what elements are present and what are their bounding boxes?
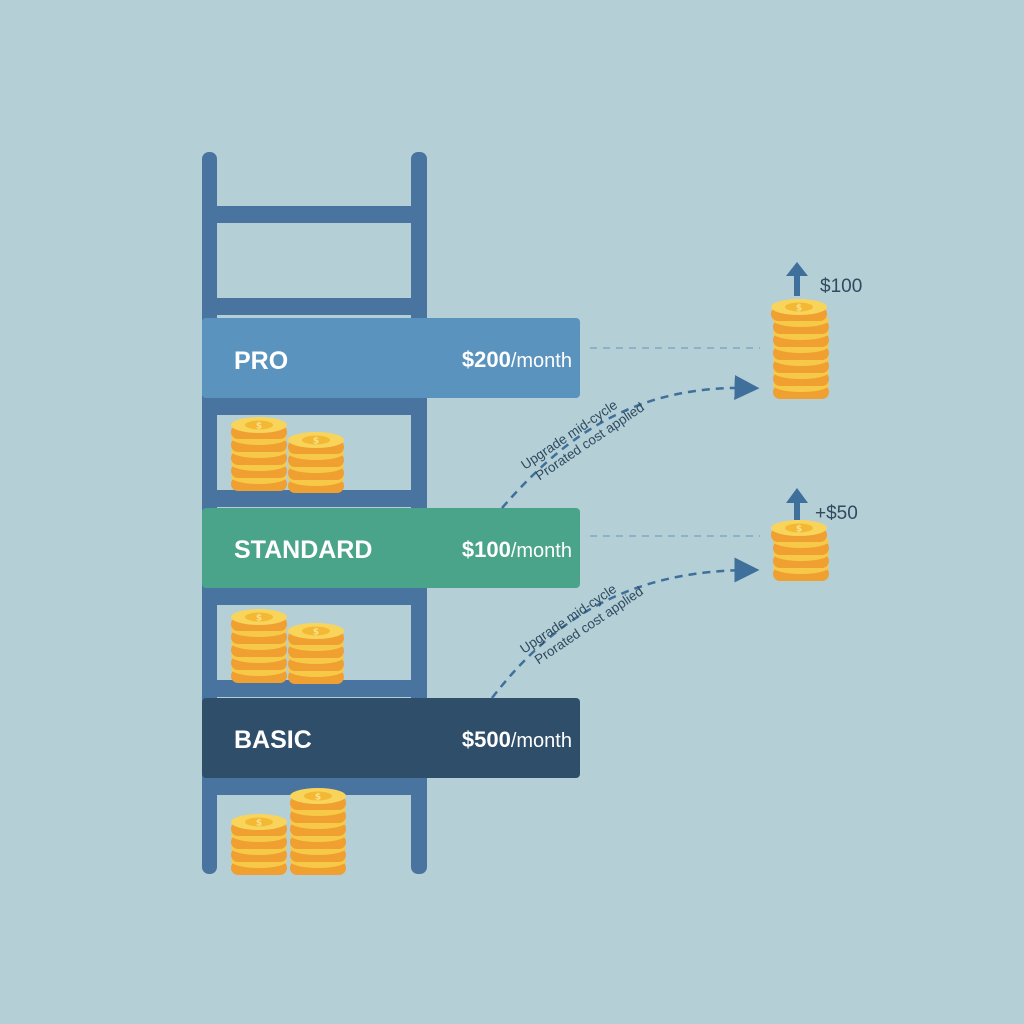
coin-stack-icon bbox=[771, 520, 829, 581]
tier-pro-price: $200/month bbox=[462, 347, 572, 372]
ladder-rung bbox=[202, 680, 427, 697]
coin-stack-icon bbox=[288, 432, 344, 493]
coin-stack-icon bbox=[290, 788, 346, 875]
tier-standard-price: $100/month bbox=[462, 537, 572, 562]
tier-basic-bar bbox=[202, 698, 580, 778]
tier-basic: BASIC $500/month bbox=[202, 698, 580, 778]
ladder-rung bbox=[202, 588, 427, 605]
tier-pro: PRO $200/month bbox=[202, 318, 580, 398]
coin-stack-icon bbox=[231, 814, 287, 875]
ladder-rung bbox=[202, 778, 427, 795]
tier-standard-bar bbox=[202, 508, 580, 588]
ladder-rung bbox=[202, 398, 427, 415]
coin-stack-icon bbox=[288, 623, 344, 684]
price-delta-standard: +$50 bbox=[815, 503, 858, 524]
tier-pro-name: PRO bbox=[234, 347, 288, 375]
tier-basic-price: $500/month bbox=[462, 727, 572, 752]
up-arrow-icon bbox=[786, 488, 808, 520]
upgrade-arrow-standard-to-pro bbox=[501, 375, 760, 509]
upgrade-arrow-basic-to-standard bbox=[491, 557, 760, 699]
coin-stack-icon bbox=[771, 299, 829, 399]
ladder-rung bbox=[202, 206, 427, 223]
ladder-rung bbox=[202, 298, 427, 315]
tier-standard-name: STANDARD bbox=[234, 536, 372, 564]
price-delta-pro: $100 bbox=[820, 276, 862, 297]
tier-basic-name: BASIC bbox=[234, 726, 312, 754]
tier-standard: STANDARD $100/month bbox=[202, 508, 580, 588]
ladder-rung bbox=[202, 490, 427, 507]
upgrade-note: Upgrade mid-cycle Prorated cost applied bbox=[518, 385, 647, 486]
coin-stack-icon bbox=[231, 609, 287, 683]
coin-stack-icon bbox=[231, 417, 287, 491]
up-arrow-icon bbox=[786, 262, 808, 296]
tier-pro-bar bbox=[202, 318, 580, 398]
